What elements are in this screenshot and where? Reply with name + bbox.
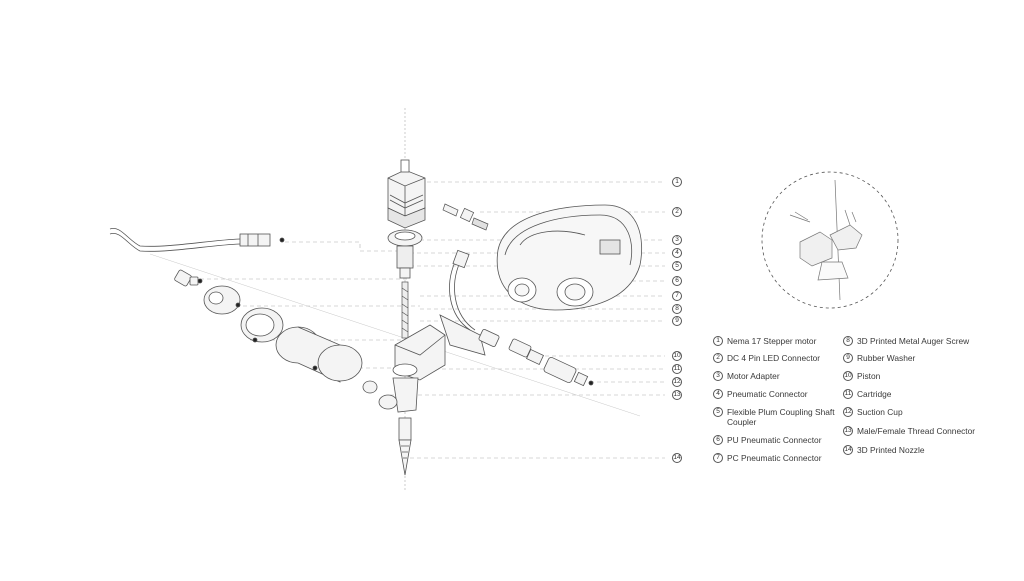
- main-body: [392, 314, 486, 413]
- legend-number: 5: [713, 407, 723, 417]
- legend-label: Flexible Plum Coupling Shaft Coupler: [727, 407, 835, 427]
- legend-number: 1: [713, 336, 723, 346]
- stepper-motor: [387, 159, 426, 229]
- legend-item: 7 PC Pneumatic Connector: [713, 453, 833, 463]
- legend-number: 6: [713, 435, 723, 445]
- legend-number: 3: [713, 371, 723, 381]
- piston: [240, 307, 284, 343]
- legend-number: 8: [843, 336, 853, 346]
- callout-7: 7: [672, 291, 682, 301]
- legend-item: 5 Flexible Plum Coupling Shaft Coupler: [713, 407, 838, 427]
- callout-8: 8: [672, 304, 682, 314]
- suction-module: [496, 204, 643, 311]
- legend-item: 11 Cartridge: [843, 389, 983, 399]
- callout-4: 4: [672, 248, 682, 258]
- legend-number: 2: [713, 353, 723, 363]
- callout-10: 10: [672, 351, 682, 361]
- left-hose: [109, 227, 285, 252]
- legend-item: 14 3D Printed Nozzle: [843, 445, 983, 455]
- right-connectors: [478, 329, 594, 387]
- motor-adapter: [387, 229, 423, 279]
- legend-label: Male/Female Thread Connector: [857, 426, 976, 436]
- callout-2: 2: [672, 207, 682, 217]
- callout-5: 5: [672, 261, 682, 271]
- legend-number: 10: [843, 371, 853, 381]
- cap: [203, 285, 241, 315]
- dc-connector: [442, 203, 489, 231]
- callout-9: 9: [672, 316, 682, 326]
- callout-13: 13: [672, 390, 682, 400]
- legend-number: 13: [843, 426, 853, 436]
- legend-number: 11: [843, 389, 853, 399]
- callout-3: 3: [672, 235, 682, 245]
- legend-label: Nema 17 Stepper motor: [727, 336, 817, 346]
- legend-item: 12 Suction Cup: [843, 407, 983, 417]
- callout-11: 11: [672, 364, 682, 374]
- callout-1: 1: [672, 177, 682, 187]
- legend-item: 3 Motor Adapter: [713, 371, 833, 381]
- legend-label: 3D Printed Metal Auger Screw: [857, 336, 970, 346]
- legend-item: 4 Pneumatic Connector: [713, 389, 833, 399]
- legend-label: Pneumatic Connector: [727, 389, 808, 399]
- callout-12: 12: [672, 377, 682, 387]
- legend-number: 4: [713, 389, 723, 399]
- legend-label: Suction Cup: [857, 407, 903, 417]
- nozzle: [398, 417, 412, 476]
- inset-view: [761, 171, 899, 309]
- legend-label: 3D Printed Nozzle: [857, 445, 925, 455]
- legend-item: 6 PU Pneumatic Connector: [713, 435, 833, 445]
- legend-number: 9: [843, 353, 853, 363]
- legend-label: Cartridge: [857, 389, 892, 399]
- legend-item: 1 Nema 17 Stepper motor: [713, 336, 833, 346]
- thread-connector: [362, 380, 398, 410]
- callout-6: 6: [672, 276, 682, 286]
- legend-item: 9 Rubber Washer: [843, 353, 983, 363]
- legend-number: 7: [713, 453, 723, 463]
- legend-item: 13 Male/Female Thread Connector: [843, 426, 993, 436]
- legend-label: Motor Adapter: [727, 371, 780, 381]
- legend-item: 8 3D Printed Metal Auger Screw: [843, 336, 983, 346]
- callout-14: 14: [672, 453, 682, 463]
- pneumatic-tube: [449, 249, 476, 331]
- legend-number: 14: [843, 445, 853, 455]
- legend-label: Piston: [857, 371, 881, 381]
- legend-label: Rubber Washer: [857, 353, 916, 363]
- pu-connector: [174, 269, 203, 287]
- legend-item: 10 Piston: [843, 371, 983, 381]
- legend-number: 12: [843, 407, 853, 417]
- legend-item: 2 DC 4 Pin LED Connector: [713, 353, 833, 363]
- legend-label: DC 4 Pin LED Connector: [727, 353, 821, 363]
- cartridge: [275, 326, 363, 383]
- auger-screw: [401, 281, 409, 339]
- legend-label: PC Pneumatic Connector: [727, 453, 822, 463]
- legend-label: PU Pneumatic Connector: [727, 435, 822, 445]
